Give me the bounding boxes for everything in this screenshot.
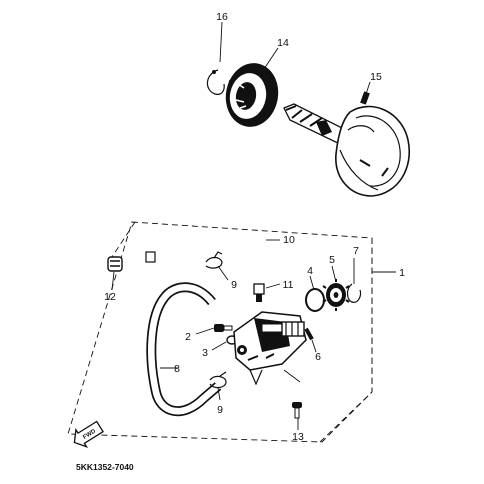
- hose-cap-12: [107, 256, 123, 272]
- diagram-part-code: 5KK1352-7040: [76, 462, 134, 472]
- callout-labels: 16 14 15 10 1 9 11 4 5 7 12 2 3 8 6 9 13: [104, 11, 405, 443]
- leader-lines: [111, 21, 396, 430]
- callout-9-upper: 9: [231, 279, 237, 291]
- oil-hose-8: [146, 282, 222, 417]
- hose-clip-9-upper: [205, 251, 223, 269]
- callout-10: 10: [283, 234, 295, 246]
- bolt-11: [253, 283, 265, 302]
- callout-12: 12: [104, 291, 116, 303]
- callout-1: 1: [399, 267, 405, 279]
- crankshaft-15: [283, 91, 410, 197]
- assembly-boundary: [67, 221, 373, 443]
- callout-16: 16: [216, 11, 228, 23]
- callout-6: 6: [315, 351, 321, 363]
- drive-gear-14: [225, 63, 279, 127]
- callout-8: 8: [174, 363, 180, 375]
- hose-clip-9-lower: [209, 371, 227, 389]
- pump-gear-5: [322, 279, 350, 311]
- oil-pump-assembly: [233, 311, 307, 386]
- callout-9-lower: 9: [217, 404, 223, 416]
- callout-14: 14: [277, 37, 289, 49]
- callout-3: 3: [202, 347, 208, 359]
- callout-15: 15: [370, 71, 382, 83]
- screw-13: [292, 402, 302, 419]
- bolt-2: [214, 324, 233, 332]
- forward-direction-marker: FWD: [73, 420, 104, 448]
- callout-7: 7: [353, 245, 359, 257]
- circlip-7: [346, 283, 362, 303]
- callout-13: 13: [292, 431, 304, 443]
- pin-6: [304, 327, 314, 341]
- o-ring-4: [305, 288, 325, 312]
- callout-5: 5: [329, 254, 335, 266]
- oil-hose-10: [145, 236, 270, 287]
- callout-2: 2: [185, 331, 191, 343]
- circlip-16: [206, 69, 225, 95]
- callout-11: 11: [283, 279, 294, 291]
- callout-4: 4: [307, 265, 313, 277]
